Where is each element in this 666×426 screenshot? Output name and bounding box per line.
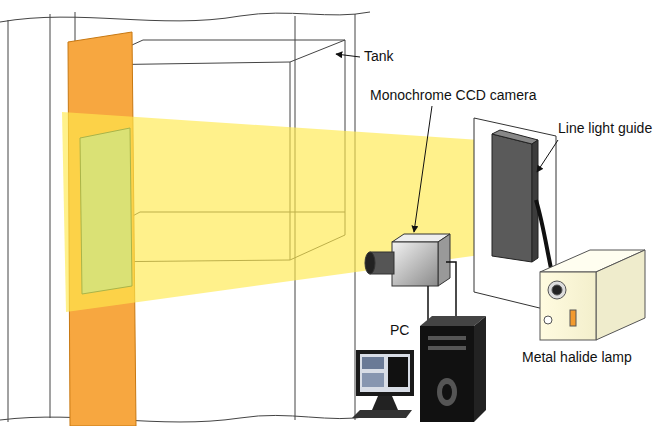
measurement-area — [80, 128, 132, 294]
pc — [352, 316, 486, 422]
line-light-guide — [492, 134, 532, 262]
metal-halide-lamp — [540, 250, 645, 340]
ccd-camera — [365, 234, 456, 330]
part-label: Line light guide — [558, 121, 652, 136]
part-label: Tank — [364, 49, 394, 64]
leader-arrows — [336, 54, 558, 232]
part-label: Monochrome CCD camera — [370, 88, 537, 103]
part-label: PC — [390, 323, 409, 338]
part-label: Metal halide lamp — [522, 350, 632, 365]
